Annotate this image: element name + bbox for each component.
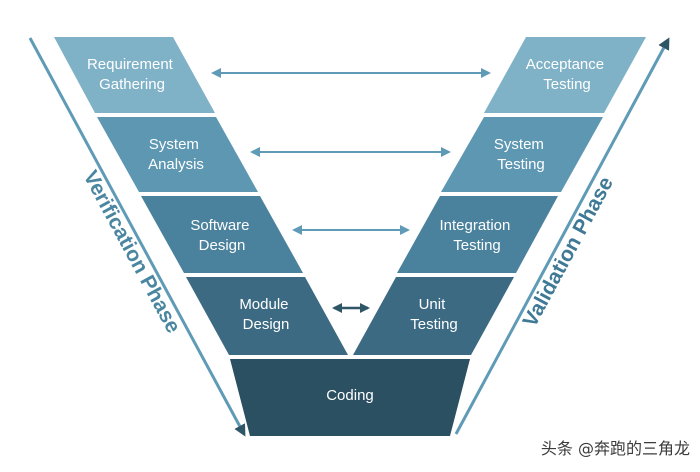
validation-phase-arrow — [454, 37, 670, 435]
stage-label-acceptance-testing: Acceptance Testing — [526, 56, 609, 93]
block-system-testing — [441, 117, 603, 192]
verification-phase-label: Verification Phase — [79, 167, 185, 337]
block-software-design — [141, 196, 303, 273]
stage-label-system-testing: System Testing — [494, 136, 548, 173]
block-unit-testing — [353, 277, 514, 355]
block-acceptance-testing — [484, 37, 646, 113]
verification-phase-arrow — [28, 37, 246, 437]
stage-label-unit-testing: Unit Testing — [410, 296, 458, 333]
stage-label-software-design: Software Design — [190, 217, 253, 254]
block-system-analysis — [97, 117, 258, 192]
stage-label-system-analysis: System Analysis — [148, 136, 204, 173]
block-requirement-gathering — [54, 37, 215, 113]
stage-label-requirement-gathering: Requirement Gathering — [87, 56, 177, 93]
block-integration-testing — [397, 196, 558, 273]
watermark-text: 头条 @奔跑的三角龙 — [541, 439, 690, 458]
block-module-design — [186, 277, 348, 355]
stage-label-coding: Coding — [326, 387, 374, 404]
stage-label-module-design: Module Design — [239, 296, 292, 333]
stage-label-integration-testing: Integration Testing — [439, 217, 514, 254]
block-coding — [230, 359, 470, 436]
